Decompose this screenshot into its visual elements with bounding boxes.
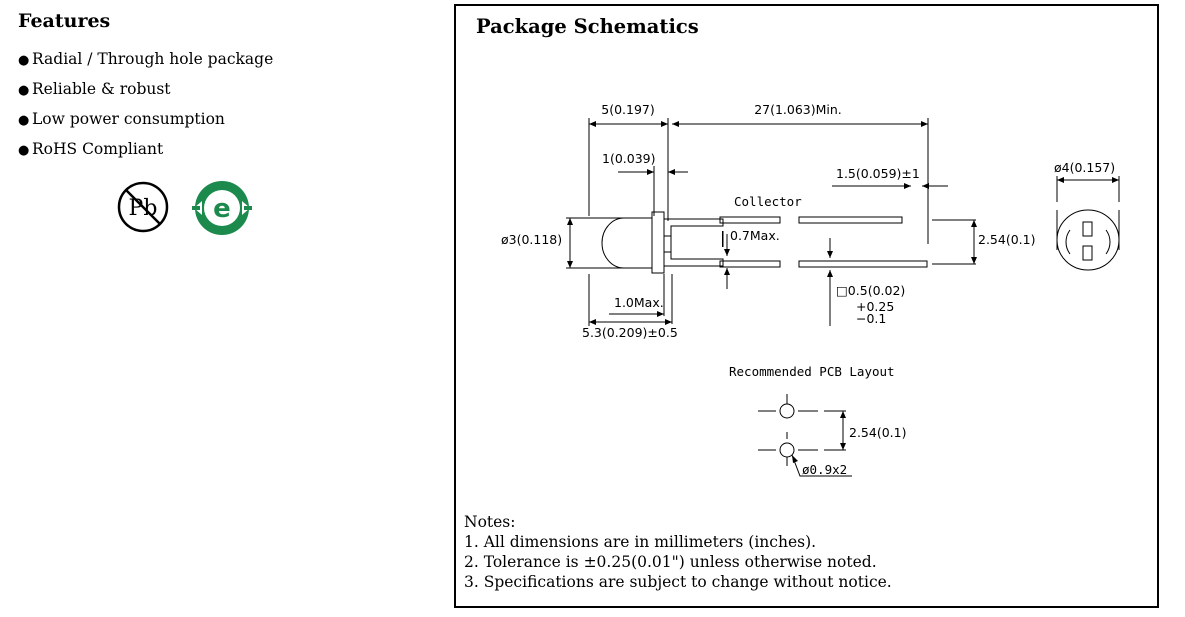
feature-item: ●Low power consumption — [18, 108, 273, 138]
note-item: 3. Specifications are subject to change … — [464, 573, 892, 591]
dim-flange-max: 1.0Max. — [614, 295, 664, 310]
feature-item: ●RoHS Compliant — [18, 138, 273, 168]
note-item: 1. All dimensions are in millimeters (in… — [464, 533, 817, 551]
package-schematics-panel: Package Schematics — [454, 4, 1159, 608]
pcb-hole-size: ø0.9x2 — [802, 462, 847, 477]
eco-rohs-icon: e — [192, 181, 252, 235]
feature-item: ●Reliable & robust — [18, 78, 273, 108]
panel-title: Package Schematics — [476, 15, 699, 38]
notes-heading: Notes: — [464, 513, 516, 531]
dim-standoff: 0.7Max. — [730, 228, 780, 243]
features-list: ●Radial / Through hole package ●Reliable… — [18, 48, 273, 168]
dim-lead-square: □0.5(0.02) — [836, 283, 905, 298]
dim-side-diameter: ø4(0.157) — [1054, 160, 1115, 175]
feature-text: Reliable & robust — [32, 80, 171, 98]
feature-item: ●Radial / Through hole package — [18, 48, 273, 78]
dim-lead-spacing: 2.54(0.1) — [978, 232, 1035, 247]
collector-label: Collector — [734, 194, 802, 209]
pcb-spacing: 2.54(0.1) — [849, 425, 906, 440]
bullet-icon: ● — [18, 83, 30, 98]
dim-tol-plus: +0.25 — [856, 299, 894, 314]
dim-flange: 1(0.039) — [602, 151, 656, 166]
bullet-icon: ● — [18, 143, 30, 158]
dim-lead-tolerance: 1.5(0.059)±1 — [836, 166, 920, 181]
dim-lead-length: 27(1.063)Min. — [754, 102, 842, 117]
note-item: 2. Tolerance is ±0.25(0.01") unless othe… — [464, 553, 877, 571]
dim-tol-minus: −0.1 — [856, 311, 886, 326]
notes-block: Notes: 1. All dimensions are in millimet… — [464, 512, 892, 592]
feature-text: Radial / Through hole package — [32, 50, 274, 68]
pcb-layout-title: Recommended PCB Layout — [729, 364, 895, 379]
dim-body-length: 5.3(0.209)±0.5 — [582, 325, 678, 340]
eco-e-letter: e — [213, 194, 231, 224]
feature-text: RoHS Compliant — [32, 140, 164, 158]
bullet-icon: ● — [18, 53, 30, 68]
features-heading: Features — [18, 10, 111, 32]
pb-free-icon: Pb — [117, 181, 169, 233]
bullet-icon: ● — [18, 113, 30, 128]
dim-lens-diameter: ø3(0.118) — [501, 232, 562, 247]
feature-text: Low power consumption — [32, 110, 225, 128]
package-drawing: 5(0.197) 27(1.063)Min. 1(0.039) 1.5(0.05… — [501, 102, 1120, 477]
dim-top-width: 5(0.197) — [601, 102, 655, 117]
